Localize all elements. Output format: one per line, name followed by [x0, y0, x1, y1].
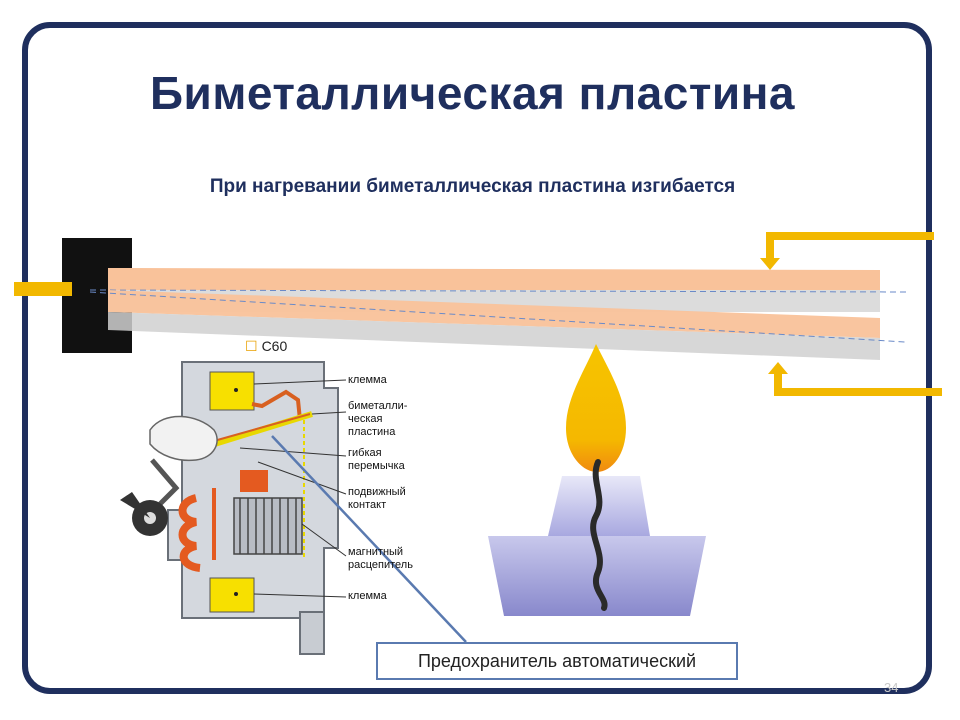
label-bimetal-2: ческая: [348, 413, 383, 425]
label-terminal-top: клемма: [348, 374, 387, 386]
slide-subtitle: При нагревании биметаллическая пластина …: [209, 176, 736, 197]
label-terminal-bottom: клемма: [348, 590, 387, 602]
label-magnetic-1: магнитный: [348, 546, 404, 558]
arrow-bottom-icon: [768, 362, 942, 396]
strip-bent: [89, 290, 906, 360]
slide-frame: [22, 22, 932, 694]
burner-icon: [488, 344, 706, 616]
label-bimetal-1: биметалли-: [348, 400, 408, 412]
page-number: 34: [884, 680, 899, 695]
arrow-top-icon: [760, 232, 934, 270]
slide-title: Биметаллическая пластина: [149, 67, 796, 119]
label-bimetal-3: пластина: [348, 426, 396, 438]
label-flex-1: гибкая: [348, 447, 382, 459]
label-magnetic-2: расцепитель: [348, 559, 413, 571]
label-contact-1: подвижный: [348, 486, 406, 498]
breaker-cutaway: [120, 361, 467, 655]
label-contact-2: контакт: [348, 499, 387, 511]
checkbox-bullet-icon: ☐: [245, 338, 258, 354]
callout-box: Предохранитель автоматический: [376, 642, 738, 680]
breaker-model-label: ☐C60: [245, 338, 288, 354]
label-flex-2: перемычка: [348, 460, 405, 472]
